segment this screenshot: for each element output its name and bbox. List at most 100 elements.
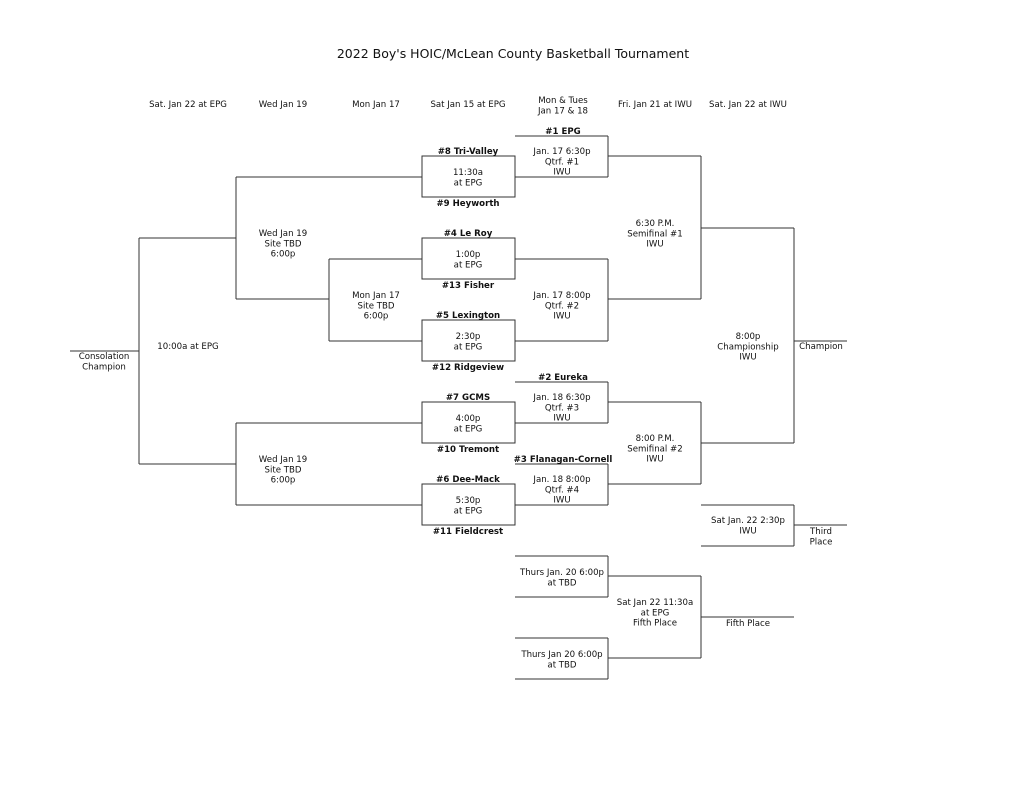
text-line: Qtrf. #3 — [545, 403, 579, 413]
text-line: 2:30p — [456, 332, 481, 342]
text-line: at EPG — [641, 608, 670, 618]
text-line: IWU — [739, 526, 756, 536]
text-line: IWU — [553, 312, 570, 322]
consolation-final-bracket — [70, 237, 236, 465]
text-line: 8:00p — [736, 332, 761, 342]
team-label: #5 Lexington — [436, 311, 500, 321]
text-line: 10:00a at EPG — [157, 342, 218, 352]
column-header: Sat Jan 15 at EPG — [430, 100, 505, 110]
text-line: 6:00p — [271, 250, 296, 260]
text-line: Semifinal #2 — [627, 444, 682, 454]
text-line: Championship — [717, 342, 778, 352]
text-line: at TBD — [547, 660, 577, 670]
quarterfinal-2-bracket — [515, 258, 609, 342]
team-label: #2 Eureka — [538, 373, 588, 383]
team-label: #13 Fisher — [442, 281, 495, 291]
text-line: Semifinal #1 — [627, 229, 682, 239]
text-line: 6:30 P.M. — [636, 219, 675, 229]
text-line: Champion — [82, 362, 126, 372]
text-line: 4:00p — [456, 414, 481, 424]
game-info: 10:00a at EPG — [157, 342, 218, 352]
text-line: Third — [809, 527, 832, 537]
team-label: #9 Heyworth — [436, 199, 499, 209]
third-place-bracket — [701, 504, 847, 547]
team-label: #3 Flanagan-Cornell — [514, 455, 613, 465]
team-label: #7 GCMS — [446, 393, 490, 403]
text-line: IWU — [739, 353, 756, 363]
text-line: Wed Jan 19 — [259, 100, 307, 110]
text-line: Sat Jan 15 at EPG — [430, 100, 505, 110]
column-header: Fri. Jan 21 at IWU — [618, 100, 692, 110]
text-line: at EPG — [454, 260, 483, 270]
fifth-place-label: Fifth Place — [726, 619, 770, 629]
text-line: Fifth Place — [726, 619, 770, 629]
text-line: IWU — [553, 414, 570, 424]
consolation-mon-bracket — [328, 258, 422, 342]
text-line: 5:30p — [456, 496, 481, 506]
text-line: Mon Jan 17 — [352, 291, 400, 301]
text-line: Site TBD — [265, 465, 302, 475]
text-line: Jan 17 & 18 — [537, 106, 588, 116]
team-label: #11 Fieldcrest — [433, 527, 503, 537]
text-line: Jan. 17 6:30p — [532, 147, 590, 157]
text-line: Qtrf. #1 — [545, 157, 579, 167]
fifth-place-bracket — [515, 555, 794, 680]
text-line: Consolation — [79, 352, 130, 362]
text-line: Champion — [799, 342, 843, 352]
text-line: 11:30a — [453, 168, 483, 178]
text-line: at EPG — [454, 424, 483, 434]
team-label: #8 Tri-Valley — [438, 147, 499, 157]
text-line: Place — [810, 537, 833, 547]
text-line: Jan. 17 8:00p — [532, 291, 590, 301]
text-line: Mon Jan 17 — [352, 100, 400, 110]
text-line: 8:00 P.M. — [636, 434, 675, 444]
text-line: Qtrf. #4 — [545, 485, 579, 495]
bracket-title: 2022 Boy's HOIC/McLean County Basketball… — [337, 46, 689, 61]
team-label: #10 Tremont — [437, 445, 499, 455]
text-line: Sat Jan 22 11:30a — [617, 598, 694, 608]
text-line: IWU — [553, 496, 570, 506]
text-line: at EPG — [454, 342, 483, 352]
team-label: #6 Dee-Mack — [436, 475, 500, 485]
champion-label: Champion — [799, 342, 843, 352]
text-line: at EPG — [454, 506, 483, 516]
column-header: Sat. Jan 22 at IWU — [709, 100, 787, 110]
team-label: #1 EPG — [545, 127, 580, 137]
text-line: 6:00p — [271, 476, 296, 486]
text-line: Fri. Jan 21 at IWU — [618, 100, 692, 110]
text-line: Sat Jan. 22 2:30p — [711, 516, 785, 526]
text-line: Qtrf. #2 — [545, 301, 579, 311]
text-line: Site TBD — [265, 239, 302, 249]
text-line: IWU — [646, 240, 663, 250]
text-line: Fifth Place — [633, 619, 677, 629]
text-line: Mon & Tues — [538, 96, 588, 106]
column-header: Wed Jan 19 — [259, 100, 307, 110]
text-line: Site TBD — [358, 301, 395, 311]
column-header: Mon Jan 17 — [352, 100, 400, 110]
text-line: IWU — [646, 455, 663, 465]
team-label: #4 Le Roy — [444, 229, 493, 239]
text-line: Sat. Jan 22 at IWU — [709, 100, 787, 110]
text-line: at EPG — [454, 178, 483, 188]
text-line: 6:00p — [364, 312, 389, 322]
